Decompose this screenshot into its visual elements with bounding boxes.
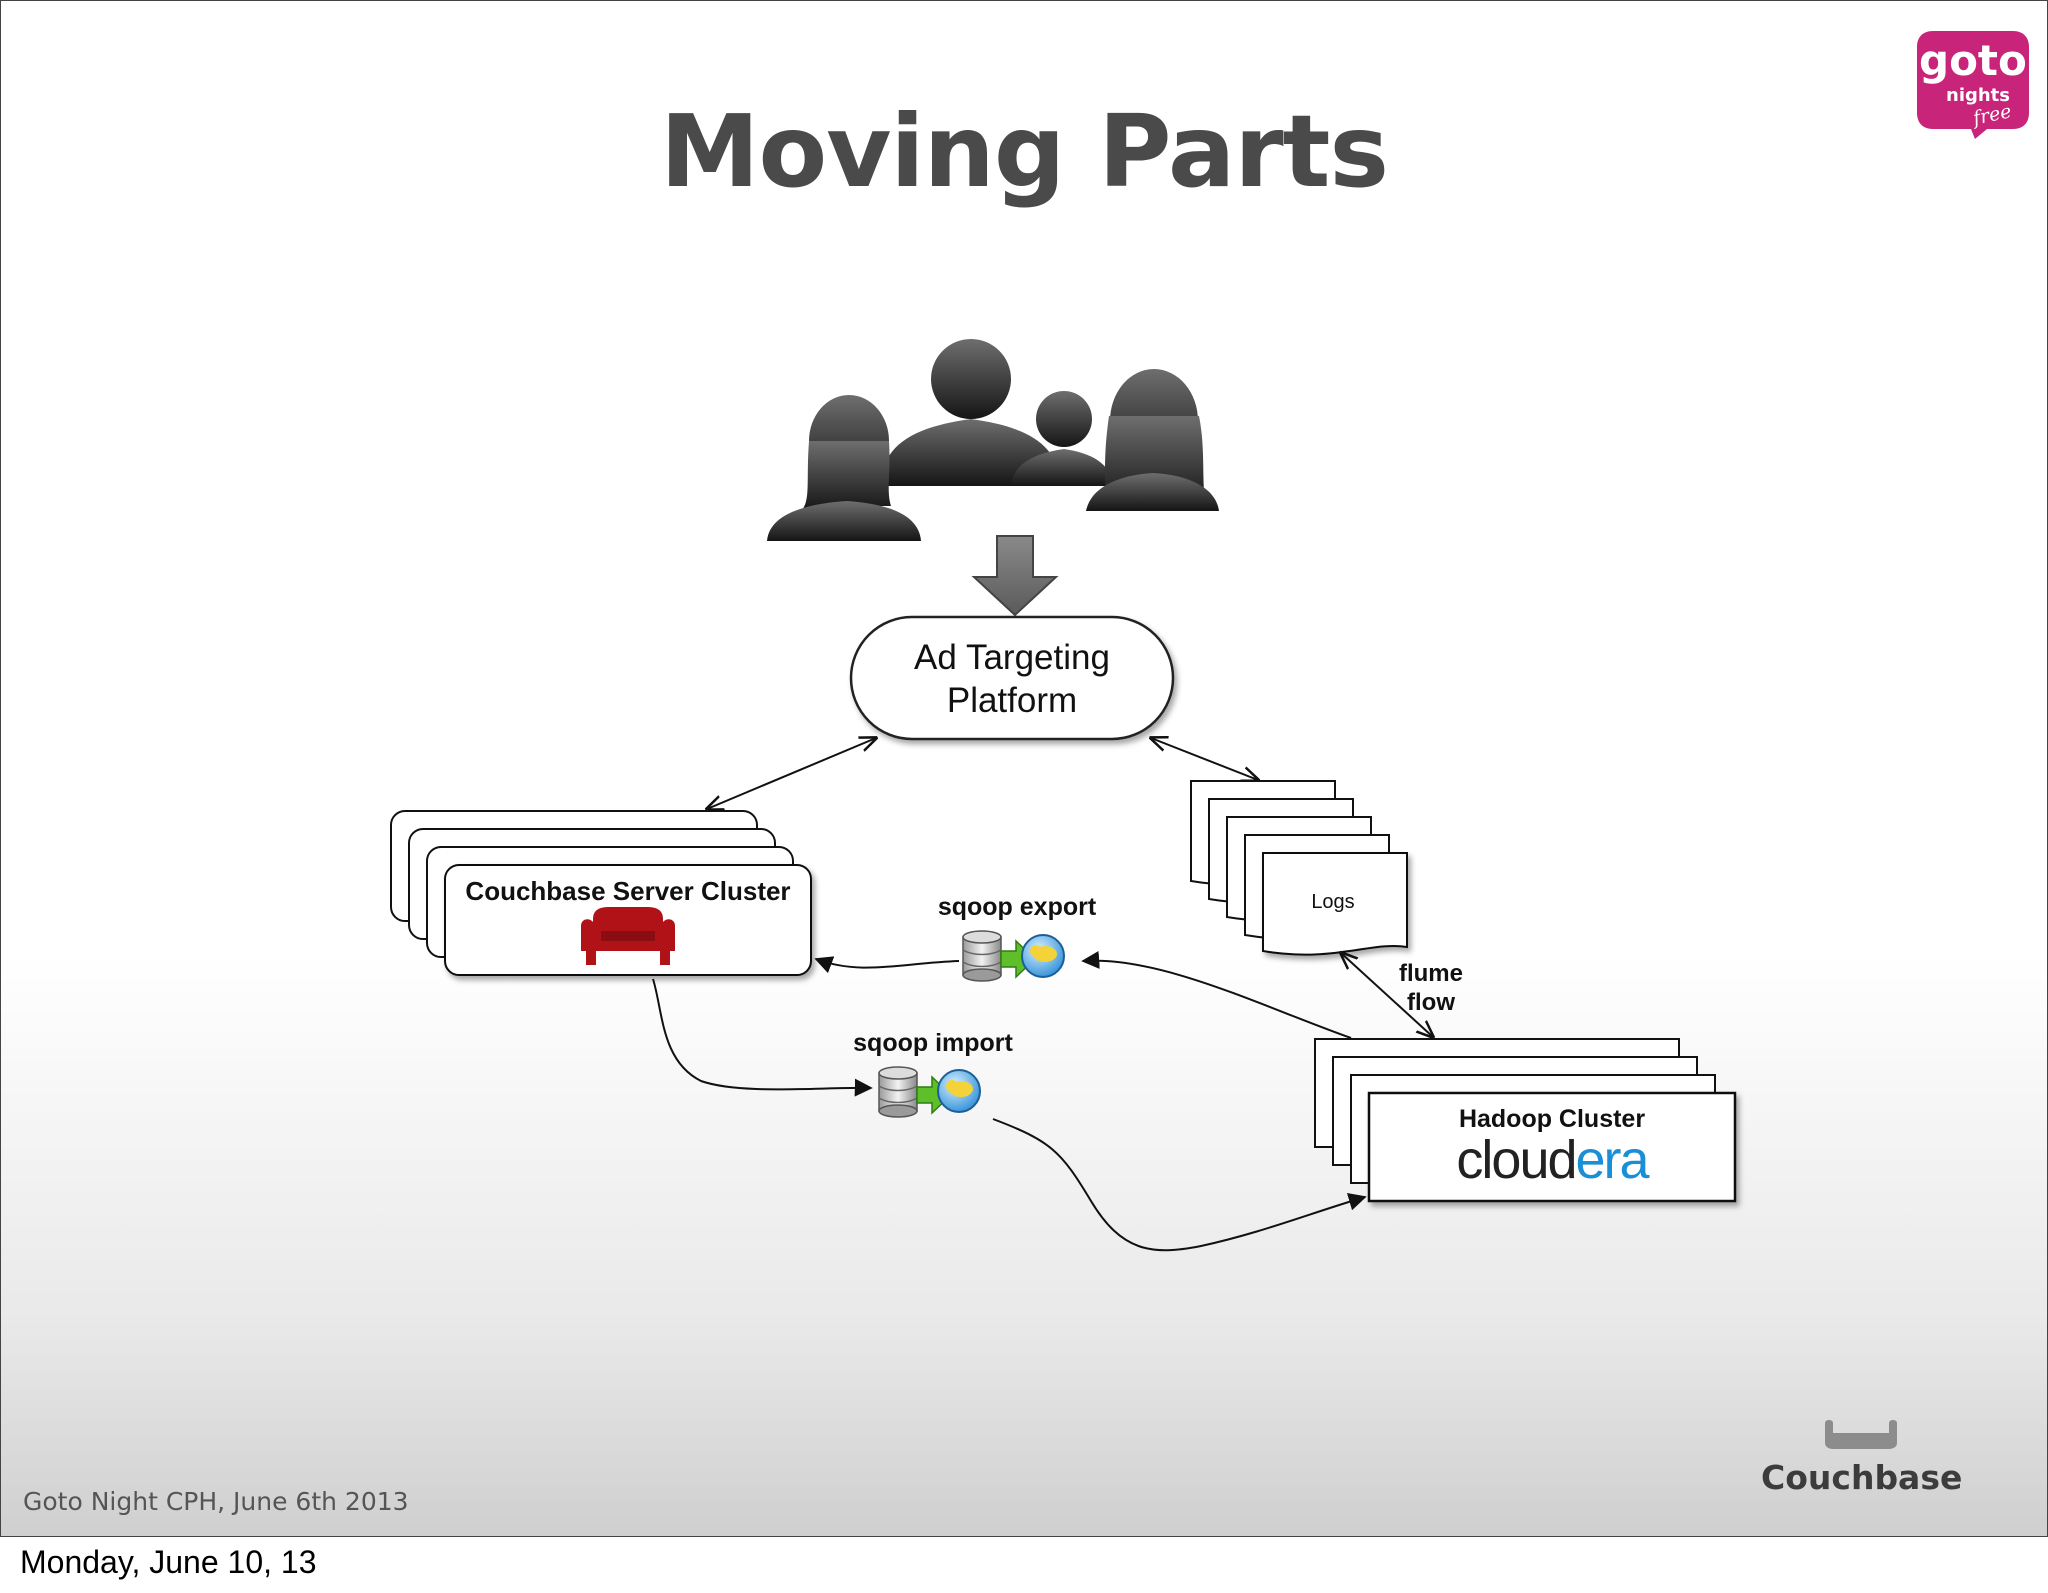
logs-stack: Logs [1190, 780, 1408, 956]
couchbase-logo-text: Couchbase [1761, 1458, 1963, 1497]
sqoop-export: sqoop export [938, 893, 1097, 982]
hadoop-cluster: Hadoop Cluster cloudera [1314, 1038, 1737, 1203]
cloudera-logo: cloudera [1456, 1130, 1650, 1190]
sqoop-import: sqoop import [853, 1029, 1014, 1118]
database-icon [962, 930, 1002, 982]
couchbase-cluster-label: Couchbase Server Cluster [465, 876, 790, 906]
slide-date-caption: Monday, June 10, 13 [20, 1544, 317, 1580]
footer-event-text: Goto Night CPH, June 6th 2013 [23, 1487, 409, 1516]
platform-label-line2: Platform [947, 681, 1077, 720]
slide: Moving Parts [0, 0, 2048, 1537]
database-icon [878, 1066, 918, 1118]
ad-targeting-platform: Ad Targeting Platform [849, 615, 1175, 741]
slide-title: Moving Parts [660, 93, 1389, 210]
connectors [652, 738, 1433, 1252]
couch-icon [581, 907, 675, 965]
couchbase-server-cluster: Couchbase Server Cluster [390, 810, 812, 976]
logs-label: Logs [1311, 891, 1354, 913]
sqoop-import-label: sqoop import [853, 1029, 1013, 1057]
couchbase-logo-icon [1825, 1420, 1897, 1449]
flume-label-line2: flow [1407, 989, 1455, 1016]
architecture-diagram: Ad Targeting Platform Couchbase Server C… [390, 339, 1737, 1252]
sqoop-export-label: sqoop export [938, 893, 1097, 921]
goto-nights-badge-icon [1917, 31, 2029, 139]
badge-main-text: goto; [1919, 36, 2044, 85]
badge-sub-text: nights [1946, 85, 2011, 106]
elephant-icon [937, 1069, 981, 1113]
elephant-icon [1021, 934, 1065, 978]
platform-label-line1: Ad Targeting [914, 638, 1110, 677]
hadoop-cluster-label: Hadoop Cluster [1459, 1105, 1645, 1133]
users-icon [767, 339, 1219, 541]
flume-label-line1: flume [1399, 960, 1463, 987]
down-arrow-icon [971, 535, 1059, 617]
